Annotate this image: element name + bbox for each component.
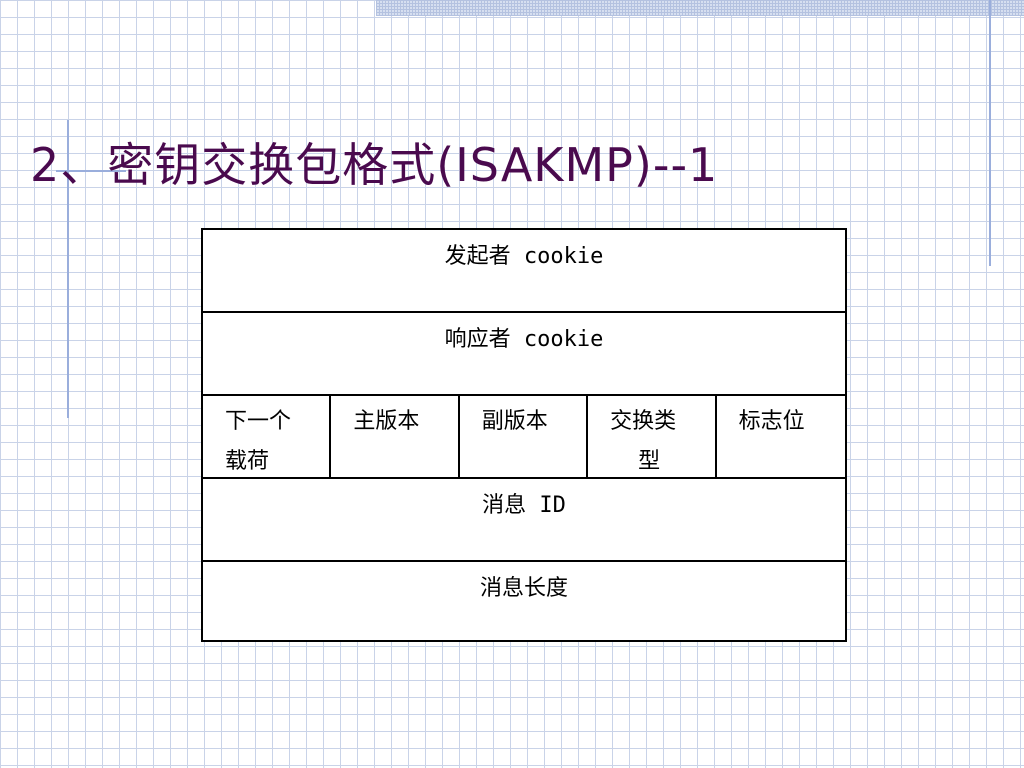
exchange-type-label-line2: 型 [638,449,661,474]
next-payload-field: 下一个 载荷 [203,396,332,477]
next-payload-label-line2: 载荷 [225,449,270,474]
next-payload-label-line1: 下一个 [225,409,292,434]
flags-label: 标志位 [738,409,805,434]
slide-title: 2、密钥交换包格式(ISAKMP)--1 [30,138,719,192]
message-length-row: 消息长度 [203,562,845,640]
header-fields-row: 下一个 载荷 主版本 副版本 交换类 型 标志位 [203,396,845,479]
header-decoration-band [376,0,1024,16]
initiator-cookie-row: 发起者 cookie [203,230,845,313]
title-accent-line [56,170,126,172]
responder-cookie-row: 响应者 cookie [203,313,845,396]
major-version-field: 主版本 [331,396,460,477]
minor-version-label: 副版本 [481,409,548,434]
exchange-type-label-line1: 交换类 [610,409,677,434]
exchange-type-field: 交换类 型 [588,396,717,477]
isakmp-packet-diagram: 发起者 cookie 响应者 cookie 下一个 载荷 主版本 副版本 交换类… [201,228,847,642]
right-vertical-accent-line [989,0,991,266]
initiator-cookie-label: 发起者 cookie [444,244,604,269]
flags-field: 标志位 [717,396,845,477]
message-id-label: 消息 ID [482,493,566,518]
responder-cookie-label: 响应者 cookie [444,327,604,352]
message-length-label: 消息长度 [479,576,568,601]
message-id-row: 消息 ID [203,479,845,562]
left-vertical-accent-line [67,120,69,418]
major-version-label: 主版本 [353,409,420,434]
minor-version-field: 副版本 [460,396,589,477]
